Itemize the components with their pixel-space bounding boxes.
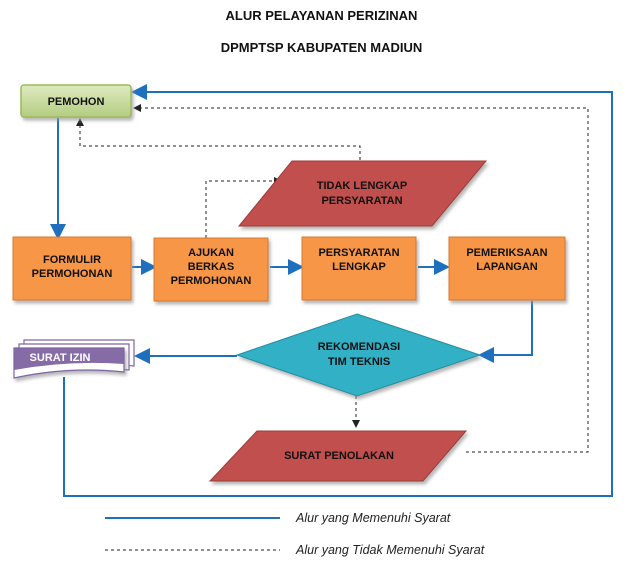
legend-dashed-label: Alur yang Tidak Memenuhi Syarat <box>295 543 485 557</box>
node-rekomendasi-line1: REKOMENDASI <box>318 341 401 353</box>
node-formulir-line2: PERMOHONAN <box>32 268 113 280</box>
node-formulir: FORMULIR PERMOHONAN <box>12 236 132 301</box>
page-subtitle: DPMPTSP KABUPATEN MADIUN <box>220 40 423 55</box>
node-ajukan-line1: AJUKAN <box>188 247 234 259</box>
node-pemeriksaan-line1: PEMERIKSAAN <box>466 247 547 259</box>
node-rekomendasi-line2: TIM TEKNIS <box>328 356 390 368</box>
connector-ajukan-tidaklengkap <box>205 177 282 238</box>
node-tidak-lengkap: TIDAK LENGKAP PERSYARATAN <box>237 160 488 227</box>
node-persyaratan: PERSYARATAN LENGKAP <box>301 236 417 301</box>
node-ajukan-line2: BERKAS <box>188 261 234 273</box>
node-persyaratan-line2: LENGKAP <box>332 261 386 273</box>
node-formulir-line1: FORMULIR <box>43 254 101 266</box>
node-surat-penolakan: SURAT PENOLAKAN <box>208 430 468 482</box>
node-ajukan: AJUKAN BERKAS PERMOHONAN <box>153 237 269 302</box>
connector-suratizin-pemohon <box>63 84 613 497</box>
legend: Alur yang Memenuhi Syarat Alur yang Tida… <box>105 511 485 557</box>
node-tidak-lengkap-line1: TIDAK LENGKAP <box>317 180 407 192</box>
node-pemohon: PEMOHON <box>20 84 132 118</box>
node-pemeriksaan: PEMERIKSAAN LAPANGAN <box>448 236 566 301</box>
page-title: ALUR PELAYANAN PERIZINAN <box>225 8 418 23</box>
legend-solid-label: Alur yang Memenuhi Syarat <box>295 511 451 525</box>
node-pemohon-label: PEMOHON <box>48 96 105 108</box>
node-persyaratan-line1: PERSYARATAN <box>318 247 399 259</box>
connector-pemeriksaan-rekomendasi <box>478 301 533 363</box>
node-rekomendasi: REKOMENDASI TIM TEKNIS <box>235 313 482 397</box>
node-tidak-lengkap-line2: PERSYARATAN <box>321 195 402 207</box>
node-surat-izin-label: SURAT IZIN <box>30 352 91 364</box>
connector-penolakan-pemohon <box>133 104 589 453</box>
node-ajukan-line3: PERMOHONAN <box>171 275 252 287</box>
connector-tidaklengkap-pemohon <box>76 118 361 160</box>
node-surat-izin: SURAT IZIN <box>13 339 135 379</box>
node-surat-penolakan-label: SURAT PENOLAKAN <box>284 450 394 462</box>
node-pemeriksaan-line2: LAPANGAN <box>476 261 538 273</box>
